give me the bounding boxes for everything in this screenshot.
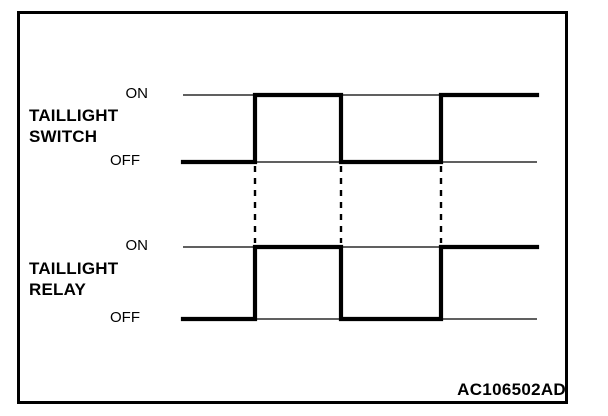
waveform-taillight-switch bbox=[180, 92, 540, 165]
relay-signal-trace bbox=[180, 244, 540, 322]
signal-label-switch-line1: TAILLIGHT bbox=[29, 106, 119, 125]
signal-label-relay-line2: RELAY bbox=[29, 280, 87, 299]
signal-label-taillight-switch: TAILLIGHT SWITCH bbox=[29, 105, 118, 147]
transition-guide-lines bbox=[253, 166, 443, 243]
signal-label-switch-line2: SWITCH bbox=[29, 127, 98, 146]
switch-signal-trace bbox=[180, 92, 540, 165]
signal-label-relay-line1: TAILLIGHT bbox=[29, 259, 119, 278]
level-label-switch-on: ON bbox=[125, 85, 149, 102]
level-label-switch-off: OFF bbox=[110, 152, 140, 169]
signal-label-taillight-relay: TAILLIGHT RELAY bbox=[29, 258, 118, 300]
waveform-taillight-relay bbox=[180, 244, 540, 322]
level-label-relay-on: ON bbox=[125, 237, 149, 254]
level-label-relay-off: OFF bbox=[110, 309, 140, 326]
figure-border bbox=[17, 11, 568, 404]
figure-caption: AC106502AD bbox=[457, 380, 566, 399]
